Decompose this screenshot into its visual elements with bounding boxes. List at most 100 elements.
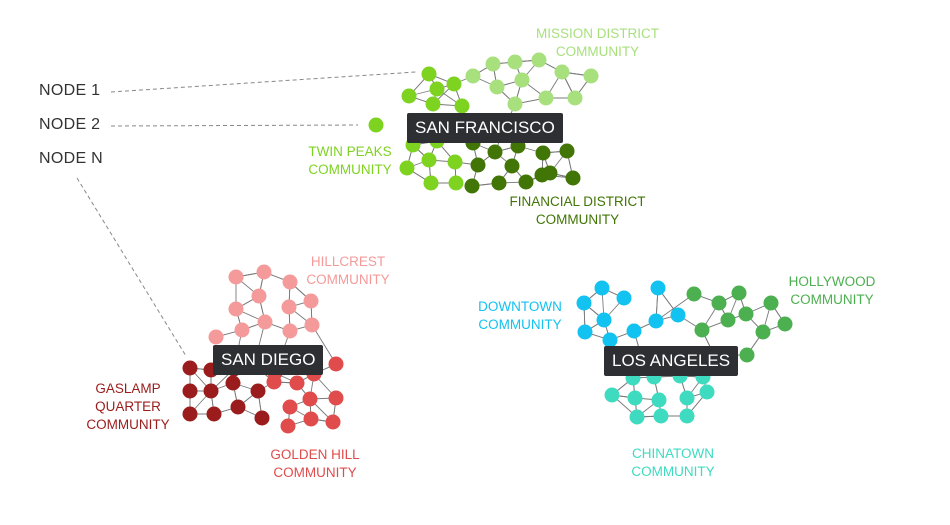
mission-node (554, 64, 570, 80)
city-label-san-francisco: SAN FRANCISCO (407, 113, 563, 143)
twinpeaks-label-line2: COMMUNITY (308, 162, 392, 177)
chinatown-node (679, 408, 695, 424)
hollywood-node (777, 316, 793, 332)
financial-node (565, 170, 581, 186)
gaslamp-quarter-community-label: GASLAMP QUARTER COMMUNITY (74, 380, 182, 434)
chinatown-node (679, 390, 695, 406)
twinpeaks-node (429, 81, 445, 97)
downtown-node (626, 323, 642, 339)
twinpeaks-node (399, 160, 415, 176)
hollywood-label-line1: HOLLYWOOD (788, 274, 876, 289)
financial-node (470, 157, 486, 173)
twinpeaks-node (401, 88, 417, 104)
downtown-node (616, 290, 632, 306)
mission-label-line2: COMMUNITY (555, 44, 640, 59)
golden-node (289, 375, 305, 391)
twin-peaks-community-label: TWIN PEAKS COMMUNITY (295, 143, 405, 179)
hollywood-node (686, 286, 702, 302)
financial-label-line1: FINANCIAL DISTRICT (509, 194, 646, 209)
twinpeaks-node (448, 175, 464, 191)
gaslamp-node (254, 410, 270, 426)
hollywood-node (738, 306, 754, 322)
gaslamp-label-line2: QUARTER (95, 399, 161, 414)
financial-node (464, 178, 480, 194)
twinpeaks-node (454, 98, 470, 114)
hillcrest-node (282, 323, 298, 339)
golden-label-line2: COMMUNITY (273, 465, 357, 480)
leader-line-node-2 (110, 124, 359, 127)
mission-node (465, 68, 481, 84)
gaslamp-node (206, 406, 222, 422)
financial-node (491, 175, 507, 191)
hillcrest-node (282, 274, 298, 290)
gaslamp-node (203, 383, 219, 399)
hillcrest-node (228, 269, 244, 285)
golden-node (328, 390, 344, 406)
legend-node-1: NODE 1 (39, 82, 101, 99)
financial-node (559, 143, 575, 159)
hillcrest-community-label: HILLCREST COMMUNITY (293, 253, 403, 289)
financial-node (518, 174, 534, 190)
network-edge (311, 324, 337, 365)
leader-line-node-1 (110, 71, 417, 93)
legend-node-n: NODE N (39, 150, 104, 167)
legend-leader-lines (76, 71, 417, 357)
financial-node (504, 158, 520, 174)
twinpeaks-label-line1: TWIN PEAKS (308, 144, 392, 159)
twinpeaks-node (446, 76, 462, 92)
financial-district-community-label: FINANCIAL DISTRICT COMMUNITY (500, 193, 655, 229)
network-edge (655, 293, 695, 322)
mission-node (485, 56, 501, 72)
hillcrest-node (234, 322, 250, 338)
hillcrest-label-line1: HILLCREST (310, 254, 386, 269)
downtown-label-line1: DOWNTOWN (478, 299, 562, 314)
downtown-community-label: DOWNTOWN COMMUNITY (465, 298, 575, 334)
golden-node (280, 418, 296, 434)
downtown-node (602, 332, 618, 348)
hillcrest-node (228, 301, 244, 317)
gaslamp-node (230, 399, 246, 415)
twinpeaks-node (368, 117, 384, 133)
hollywood-node (763, 295, 779, 311)
chinatown-node (629, 409, 645, 425)
hillcrest-node (208, 329, 224, 345)
twinpeaks-node (447, 154, 463, 170)
mission-node (538, 90, 554, 106)
mission-node (507, 54, 523, 70)
chinatown-node (627, 390, 643, 406)
gaslamp-node (182, 383, 198, 399)
leader-line-node-n (76, 177, 187, 357)
chinatown-node (699, 384, 715, 400)
hollywood-community-label: HOLLYWOOD COMMUNITY (777, 273, 887, 309)
financial-node (487, 144, 503, 160)
hollywood-node (711, 295, 727, 311)
hillcrest-node (251, 288, 267, 304)
chinatown-node (604, 387, 620, 403)
chinatown-label-line1: CHINATOWN (632, 446, 714, 461)
twinpeaks-node (423, 175, 439, 191)
hillcrest-node (303, 293, 319, 309)
legend-node-2: NODE 2 (39, 116, 101, 133)
mission-node (507, 96, 523, 112)
gaslamp-label-line1: GASLAMP (95, 381, 161, 396)
chinatown-label-line2: COMMUNITY (631, 464, 715, 479)
mission-node (514, 72, 530, 88)
golden-node (328, 356, 344, 372)
gaslamp-node (182, 406, 198, 422)
mission-district-community-label: MISSION DISTRICT COMMUNITY (520, 25, 675, 61)
hollywood-node (755, 324, 771, 340)
hollywood-label-line2: COMMUNITY (790, 292, 874, 307)
hollywood-node (739, 347, 755, 363)
downtown-node (577, 324, 593, 340)
network-nodes (182, 52, 793, 434)
downtown-node (648, 313, 664, 329)
chinatown-node (653, 408, 669, 424)
hillcrest-node (257, 314, 273, 330)
gaslamp-node (182, 360, 198, 376)
chinatown-node (651, 392, 667, 408)
golden-node (266, 374, 282, 390)
financial-node (542, 165, 558, 181)
golden-node (302, 391, 318, 407)
downtown-node (596, 312, 612, 328)
